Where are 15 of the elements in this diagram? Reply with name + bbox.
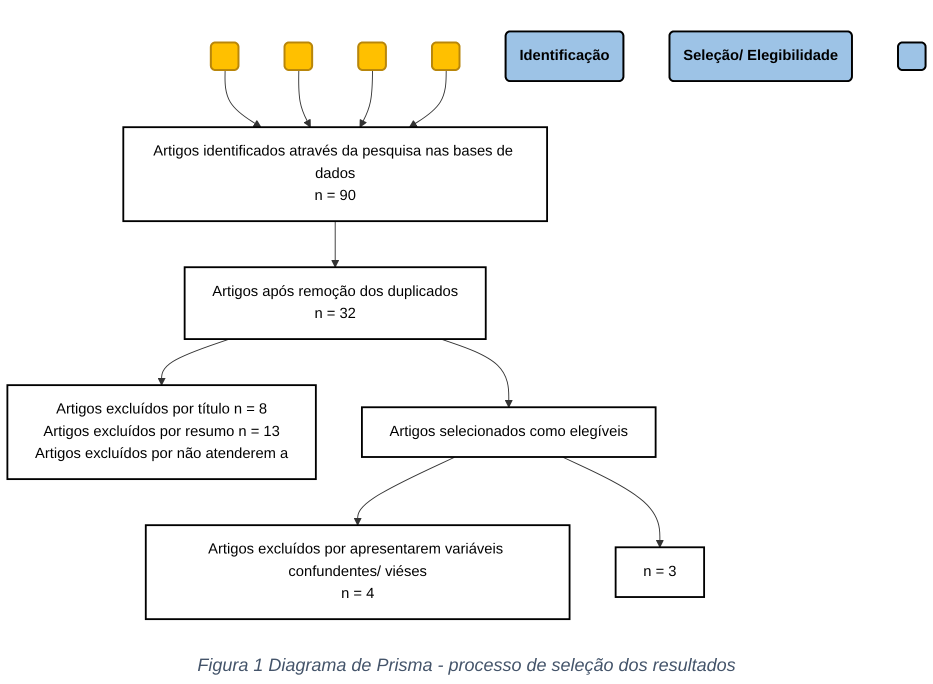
figure-caption: Figura 1 Diagrama de Prisma - processo de seleção dos resultados [197,655,736,676]
arrow [298,70,311,128]
arrow [440,338,513,408]
node-box: n = 3 [614,546,706,598]
node-box: Artigos excluídos por apresentarem variáveis confundentes/ viéses n = 4 [144,524,570,620]
node-box: Artigos após remoção dos duplicados n = 32 [184,266,487,340]
arrow [360,70,373,128]
node-box: Artigos excluídos por título n = 8 Artigos excluídos por resumo n = 13 Artigos excluídos por não atenderem a [6,384,317,480]
arrow [562,456,664,548]
arrow [224,70,262,128]
arrow [409,70,447,128]
node-box: Artigos identificados através da pesquisa nas bases de dados n = 90 [122,126,548,222]
node-box: Artigos selecionados como elegíveis [361,406,657,458]
arrow [354,456,456,526]
arrow [331,220,340,268]
